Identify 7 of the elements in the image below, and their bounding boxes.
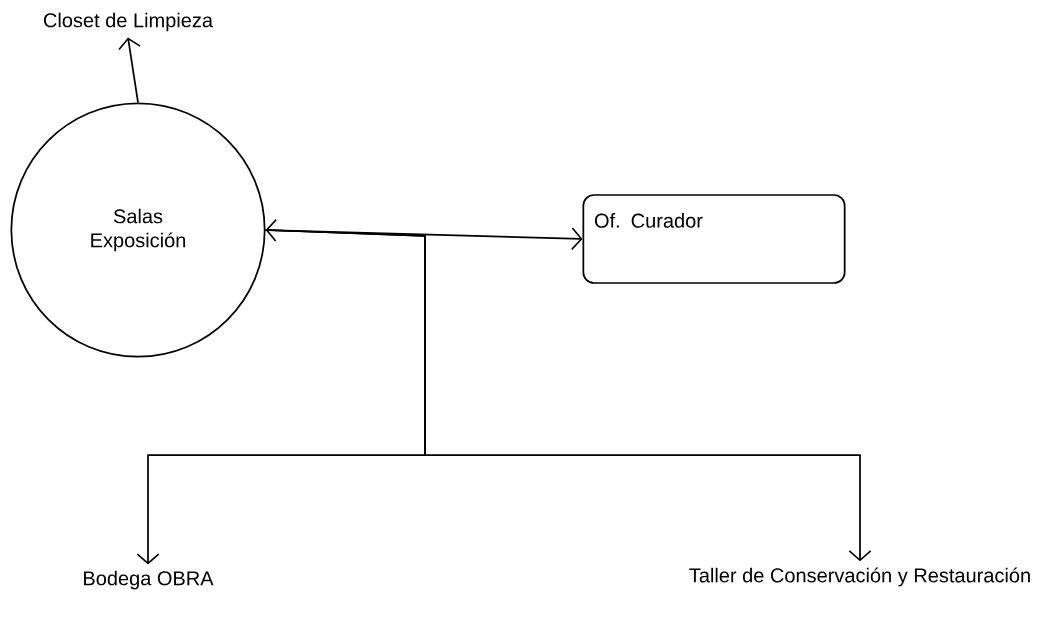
arrow <box>118 37 141 104</box>
room-label: Taller de Conservación y Restauración <box>689 567 1030 587</box>
room-label: Closet de Limpieza <box>44 12 213 32</box>
arrow <box>265 218 583 251</box>
arrow <box>264 229 872 562</box>
room-box: Of. Curador <box>582 194 846 284</box>
room-label: Bodega OBRA <box>84 570 214 590</box>
